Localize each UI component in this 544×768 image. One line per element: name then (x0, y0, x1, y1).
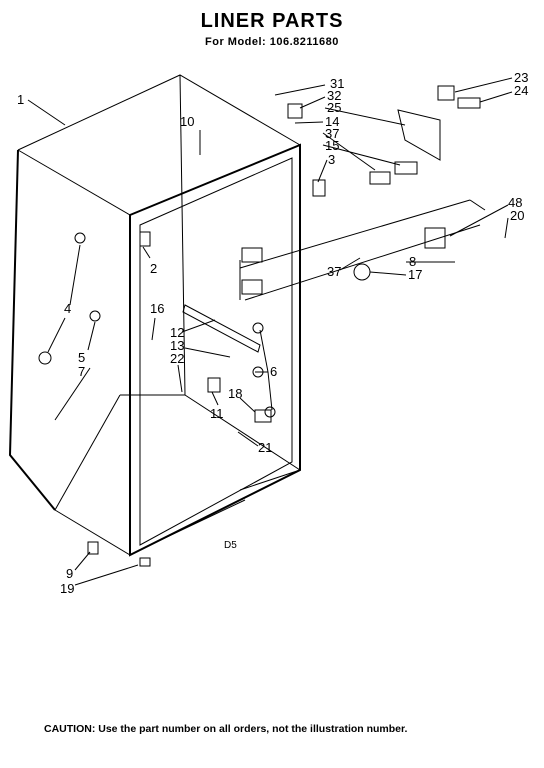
part-48 (424, 227, 446, 249)
callout-31: 31 (330, 76, 344, 91)
callout-11: 11 (210, 406, 224, 421)
vent-slot-upper (241, 247, 263, 263)
part-19 (139, 557, 151, 567)
part-17 (353, 263, 371, 281)
part-23 (437, 85, 455, 101)
callout-2: 2 (150, 261, 157, 276)
callout-18: 18 (228, 386, 242, 401)
callout-19: 19 (60, 581, 74, 596)
part-6-upper (252, 322, 264, 334)
part-2 (139, 231, 151, 247)
part-5 (89, 310, 101, 322)
callout-8: 8 (409, 254, 416, 269)
callout-6: 6 (270, 364, 277, 379)
liner-box (8, 74, 301, 557)
callout-20: 20 (510, 208, 524, 223)
callout-17: 17 (408, 267, 422, 282)
callout-labels: 1 2 3 4 5 6 7 8 9 10 11 12 13 14 15 16 1… (17, 70, 528, 596)
callout-1: 1 (17, 92, 24, 107)
part-4-lower (38, 351, 52, 365)
part-25-bracket (397, 109, 441, 161)
part-18 (254, 409, 272, 423)
diagram-code: D5 (224, 540, 237, 551)
callout-37-lower: 37 (327, 264, 341, 279)
callout-37-upper: 37 (325, 126, 339, 141)
callout-15: 15 (325, 138, 339, 153)
part-14 (394, 161, 418, 175)
callout-22: 22 (170, 351, 184, 366)
model-subtitle: For Model: 106.8211680 (205, 36, 339, 48)
callout-9: 9 (66, 566, 73, 581)
callout-4: 4 (64, 301, 71, 316)
projection-lines (239, 199, 486, 301)
part-3 (312, 179, 326, 197)
vent-slot-lower (241, 279, 263, 295)
leader-lines (27, 77, 513, 586)
callout-24: 24 (514, 83, 528, 98)
callout-10: 10 (180, 114, 194, 129)
caution-note: CAUTION: Use the part number on all orde… (44, 723, 408, 735)
callout-12: 12 (170, 325, 184, 340)
part-32 (287, 103, 303, 119)
part-15 (369, 171, 391, 185)
diagram-title: LINER PARTS (200, 10, 344, 32)
callout-32: 32 (327, 88, 341, 103)
callout-21: 21 (258, 440, 272, 455)
parts (38, 85, 481, 567)
part-4-upper (74, 232, 86, 244)
callout-14: 14 (325, 114, 339, 129)
callout-16: 16 (150, 301, 164, 316)
callout-25: 25 (327, 100, 341, 115)
part-9 (87, 541, 99, 555)
part-24 (457, 97, 481, 109)
callout-23: 23 (514, 70, 528, 85)
callout-48: 48 (508, 195, 522, 210)
callout-3: 3 (328, 152, 335, 167)
part-6-lower (264, 406, 276, 418)
callout-7: 7 (78, 364, 85, 379)
callout-13: 13 (170, 338, 184, 353)
part-11 (207, 377, 221, 393)
callout-5: 5 (78, 350, 85, 365)
